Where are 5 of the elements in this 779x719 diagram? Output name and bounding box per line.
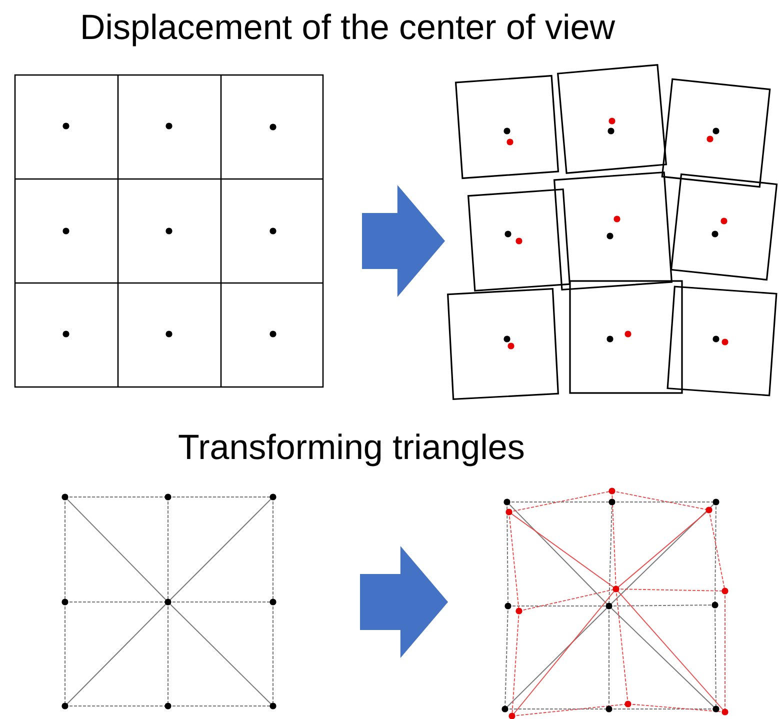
section-heading: Transforming triangles <box>178 428 525 468</box>
block-arrow <box>362 185 445 297</box>
section-heading: Displacement of the center of view <box>80 8 615 48</box>
block-arrow <box>360 546 448 658</box>
grid-drawing <box>13 73 325 389</box>
